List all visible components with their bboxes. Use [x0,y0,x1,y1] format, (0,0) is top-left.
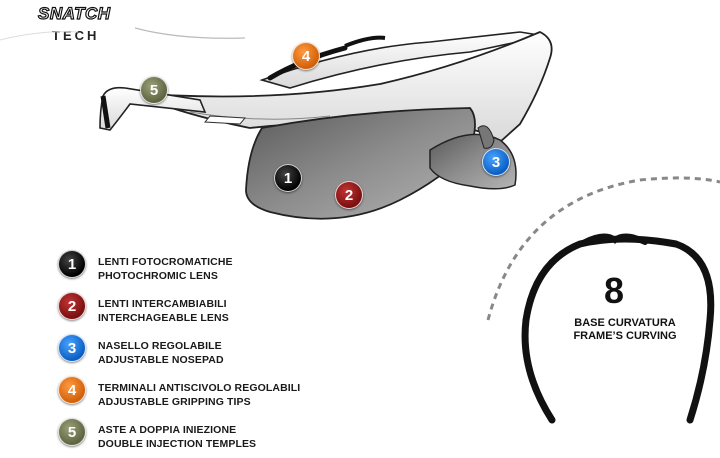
marker-interchangeable-lens: 2 [335,181,363,209]
legend-label-it: ASTE A DOPPIA INIEZIONE [98,424,237,436]
legend-label-en: ADJUSTABLE GRIPPING TIPS [98,396,251,408]
marker-photochromic-lens: 1 [274,164,302,192]
legend-label-it: TERMINALI ANTISCIVOLO REGOLABILI [98,382,301,394]
legend-label-en: DOUBLE INJECTION TEMPLES [98,438,257,450]
marker-temples: 5 [140,76,168,104]
marker-number: 5 [149,81,159,99]
legend-marker: 3 [58,334,86,362]
legend-item-nosepad: 3 NASELLO REGOLABILE ADJUSTABLE NOSEPAD [58,334,358,374]
legend-marker: 5 [58,418,86,446]
legend-text: ASTE A DOPPIA INIEZIONE DOUBLE INJECTION… [98,423,256,451]
legend-label-it: NASELLO REGOLABILE [98,340,222,352]
legend-text: LENTI INTERCAMBIABILI INTERCHAGEABLE LEN… [98,297,229,325]
legend-marker: 2 [58,292,86,320]
legend-item-gripping-tips: 4 TERMINALI ANTISCIVOLO REGOLABILI ADJUS… [58,376,358,416]
curvature-label: BASE CURVATURA FRAME’S CURVING [562,317,688,343]
legend-marker: 4 [58,376,86,404]
legend-label-en: PHOTOCHROMIC LENS [98,270,218,282]
curvature-label-it: BASE CURVATURA [574,317,676,329]
marker-number: 1 [283,169,293,187]
marker-nosepad: 3 [482,148,510,176]
legend-item-temples: 5 ASTE A DOPPIA INIEZIONE DOUBLE INJECTI… [58,418,358,458]
legend-item-photochromic: 1 LENTI FOTOCROMATICHE PHOTOCHROMIC LENS [58,250,358,290]
legend-item-interchangeable: 2 LENTI INTERCAMBIABILI INTERCHAGEABLE L… [58,292,358,332]
legend-label-it: LENTI INTERCAMBIABILI [98,298,227,310]
legend-label-en: ADJUSTABLE NOSEPAD [98,354,224,366]
marker-number: 3 [491,153,501,171]
marker-gripping-tips: 4 [292,42,320,70]
legend-marker: 1 [58,250,86,278]
legend-text: NASELLO REGOLABILE ADJUSTABLE NOSEPAD [98,339,224,367]
marker-number: 4 [301,47,311,65]
legend-label-it: LENTI FOTOCROMATICHE [98,256,233,268]
legend-text: TERMINALI ANTISCIVOLO REGOLABILI ADJUSTA… [98,381,300,409]
brand-swoosh-decoration [0,27,246,41]
curvature-label-en: FRAME’S CURVING [573,330,677,342]
legend-label-en: INTERCHAGEABLE LENS [98,312,229,324]
marker-number: 2 [344,186,354,204]
curvature-value: 8 [604,270,625,311]
legend-text: LENTI FOTOCROMATICHE PHOTOCHROMIC LENS [98,255,233,283]
brand-wordmark: SNATCH [37,3,111,23]
